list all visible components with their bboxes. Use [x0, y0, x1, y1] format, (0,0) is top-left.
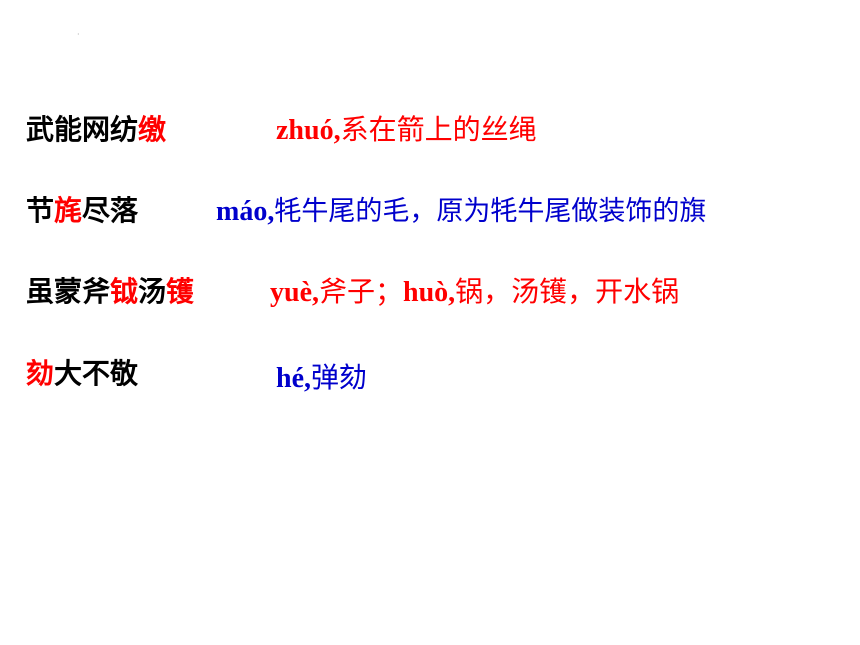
- gloss-1-meaning: 系在箭上的丝绳: [340, 113, 537, 146]
- gloss-2-meaning: 牦牛尾的毛，原为牦牛尾做装饰的旗: [274, 196, 707, 227]
- phrase-4-text: 大不敬: [54, 357, 139, 390]
- gloss-3-pinyin-b: huò,: [403, 277, 456, 308]
- phrase-2-highlight-char: 旄: [54, 194, 83, 227]
- gloss-3-meaning-b: 锅，汤镬，开水锅: [455, 275, 680, 308]
- phrase-3-highlight-char-a: 钺: [110, 275, 139, 308]
- phrase-4-highlight-char: 劾: [26, 357, 55, 390]
- phrase-2-text-b: 尽落: [82, 194, 139, 227]
- phrase-3-text-a: 虽蒙斧: [26, 275, 111, 308]
- gloss-1-pinyin: zhuó,: [276, 115, 341, 146]
- gloss-3-meaning-a: 斧子；: [319, 275, 404, 308]
- phrase-1-highlight-char: 缴: [138, 113, 167, 146]
- phrase-1: 武能网纺缴: [26, 110, 166, 150]
- gloss-3: yuè,斧子；huò,锅，汤镬，开水锅: [270, 272, 679, 313]
- vocab-row-2: 节旄尽落 máo,牦牛尾的毛，原为牦牛尾做装饰的旗: [0, 191, 860, 241]
- phrase-4: 劾大不敬: [26, 354, 138, 394]
- phrase-3-text-b: 汤: [138, 275, 167, 308]
- phrase-2: 节旄尽落: [26, 191, 138, 231]
- vocab-row-4: 劾大不敬 hé,弹劾: [0, 354, 860, 404]
- vocab-row-3: 虽蒙斧钺汤镬 yuè,斧子；huò,锅，汤镬，开水锅: [0, 272, 860, 322]
- vocab-row-1: 武能网纺缴 zhuó,系在箭上的丝绳: [0, 110, 860, 160]
- phrase-3: 虽蒙斧钺汤镬: [26, 272, 194, 312]
- gloss-2-pinyin: máo,: [216, 196, 275, 227]
- gloss-4-pinyin: hé,: [276, 363, 311, 394]
- phrase-2-text-a: 节: [26, 194, 55, 227]
- phrase-3-highlight-char-b: 镬: [166, 275, 195, 308]
- gloss-1: zhuó,系在箭上的丝绳: [276, 110, 537, 151]
- gloss-4-meaning: 弹劾: [311, 361, 368, 394]
- phrase-1-text: 武能网纺: [26, 113, 139, 146]
- gloss-3-pinyin-a: yuè,: [270, 277, 319, 308]
- gloss-2: máo,牦牛尾的毛，原为牦牛尾做装饰的旗: [216, 191, 706, 232]
- gloss-4: hé,弹劾: [276, 358, 367, 399]
- slide-dot-mark: ·: [77, 30, 80, 39]
